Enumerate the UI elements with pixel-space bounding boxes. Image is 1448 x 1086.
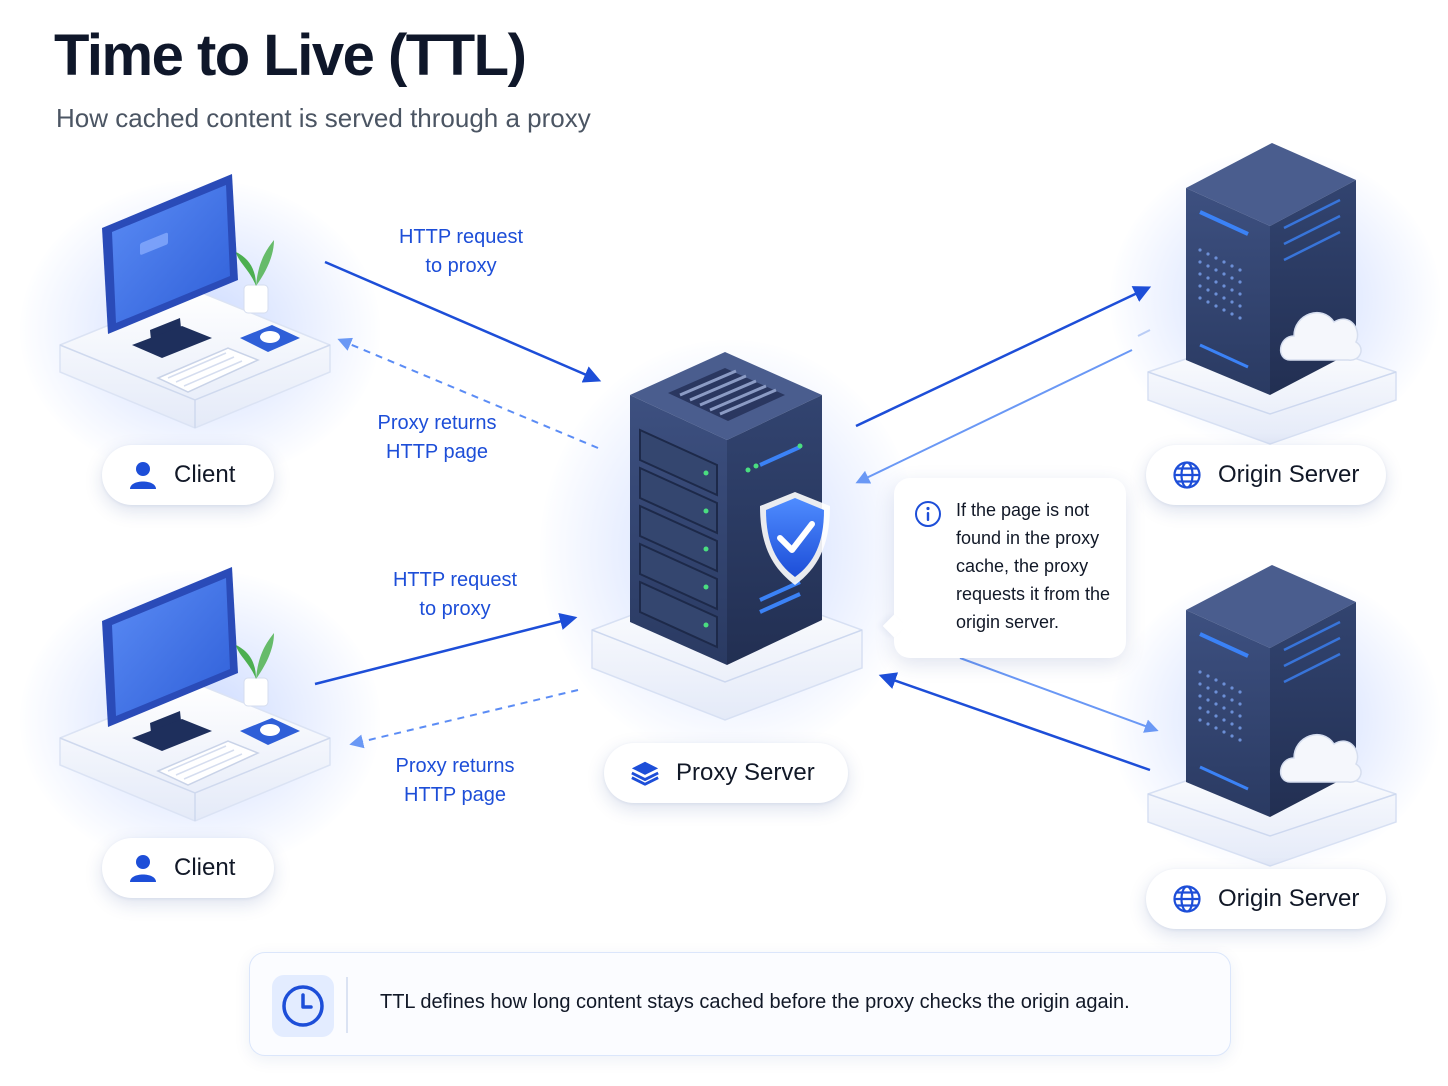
client-top-label: Client	[102, 445, 274, 505]
edge-label-bottom-response: Proxy returns HTTP page	[395, 755, 515, 806]
arrow-proxy-to-origin-top	[855, 286, 1152, 428]
globe-icon	[1172, 460, 1202, 490]
client-top-text: Client	[174, 461, 236, 488]
origin-server-bottom-text: Origin Server	[1218, 885, 1360, 912]
layers-icon	[630, 758, 660, 788]
origin-server-top-illustration	[1147, 143, 1397, 445]
edge-label-top-request: HTTP request to proxy	[398, 226, 524, 277]
arrow-origin-top-dash	[1137, 329, 1151, 337]
arrow-proxy-to-origin-bottom	[959, 657, 1159, 733]
note-text: TTL defines how long content stays cache…	[380, 991, 1130, 1013]
client-bottom-text: Client	[174, 854, 236, 881]
origin-server-bottom-illustration	[1147, 565, 1397, 867]
ttl-note: TTL defines how long content stays cache…	[249, 952, 1231, 1056]
proxy-server-text: Proxy Server	[676, 759, 815, 786]
edge-label-top-response: Proxy returns HTTP page	[377, 412, 497, 463]
proxy-server-label: Proxy Server	[604, 743, 848, 803]
client-bottom-label: Client	[102, 838, 274, 898]
globe-icon	[1172, 884, 1202, 914]
note-divider	[346, 977, 348, 1033]
arrow-top-request	[324, 260, 602, 383]
cache-miss-callout: If the page is not found in the proxy ca…	[882, 478, 1126, 658]
info-icon	[914, 500, 942, 528]
origin-server-bottom-label: Origin Server	[1146, 869, 1386, 929]
page-title: Time to Live (TTL)	[54, 23, 527, 88]
arrow-origin-bottom-to-proxy	[878, 672, 1151, 772]
clock-icon	[272, 975, 334, 1037]
client-bottom-illustration	[59, 567, 331, 822]
client-top-illustration	[59, 174, 331, 429]
origin-server-top-text: Origin Server	[1218, 461, 1360, 488]
arrow-bottom-response	[349, 689, 579, 749]
edge-label-bottom-request: HTTP request to proxy	[392, 569, 518, 620]
user-icon	[128, 853, 158, 883]
user-icon	[128, 460, 158, 490]
callout-text: If the page is not found in the proxy ca…	[956, 500, 1111, 632]
page-subtitle: How cached content is served through a p…	[56, 103, 591, 133]
arrow-origin-top-to-proxy	[855, 349, 1133, 484]
arrow-bottom-request	[314, 612, 578, 686]
proxy-server-illustration	[591, 352, 863, 721]
origin-server-top-label: Origin Server	[1146, 445, 1386, 505]
